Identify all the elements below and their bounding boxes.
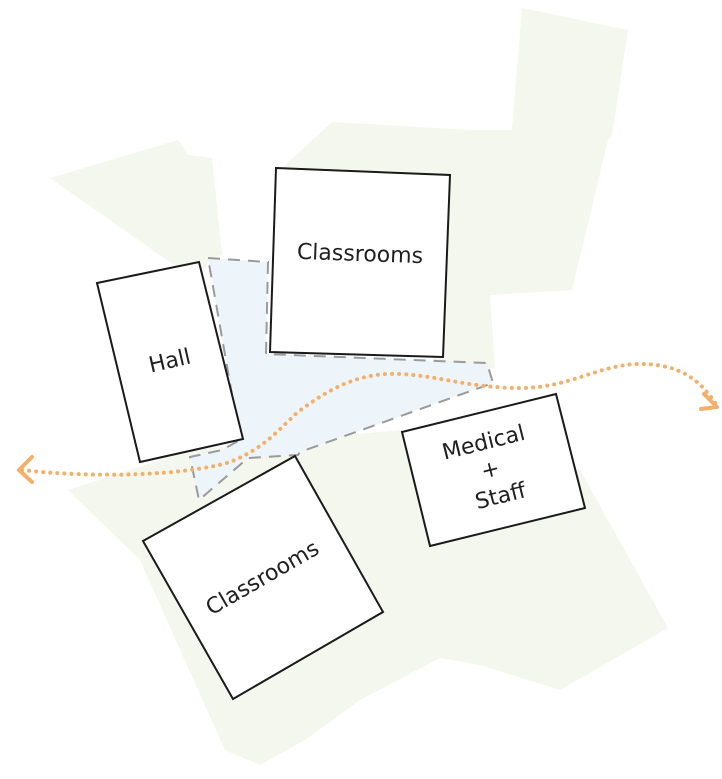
building-hall-outline xyxy=(95,260,245,464)
building-classrooms-bottom-outline xyxy=(141,454,385,701)
building-classrooms-bottom: Classrooms xyxy=(141,454,385,701)
circulation-path xyxy=(17,361,719,484)
arrow-right-icon xyxy=(699,392,719,411)
building-hall: Hall xyxy=(95,260,245,464)
courtyard-zone xyxy=(188,256,495,502)
building-classrooms-top-label: Classrooms xyxy=(296,240,423,269)
building-medical-staff-outline xyxy=(400,392,587,548)
building-medical-staff: Medical + Staff xyxy=(400,392,587,548)
landscape-area-left xyxy=(50,140,222,282)
circulation-path-line xyxy=(20,361,718,477)
medical-label-line-2: + xyxy=(479,456,503,485)
building-classrooms-top: Classrooms xyxy=(268,166,452,359)
building-classrooms-top-outline xyxy=(268,166,452,359)
arrow-left-icon xyxy=(17,455,34,484)
